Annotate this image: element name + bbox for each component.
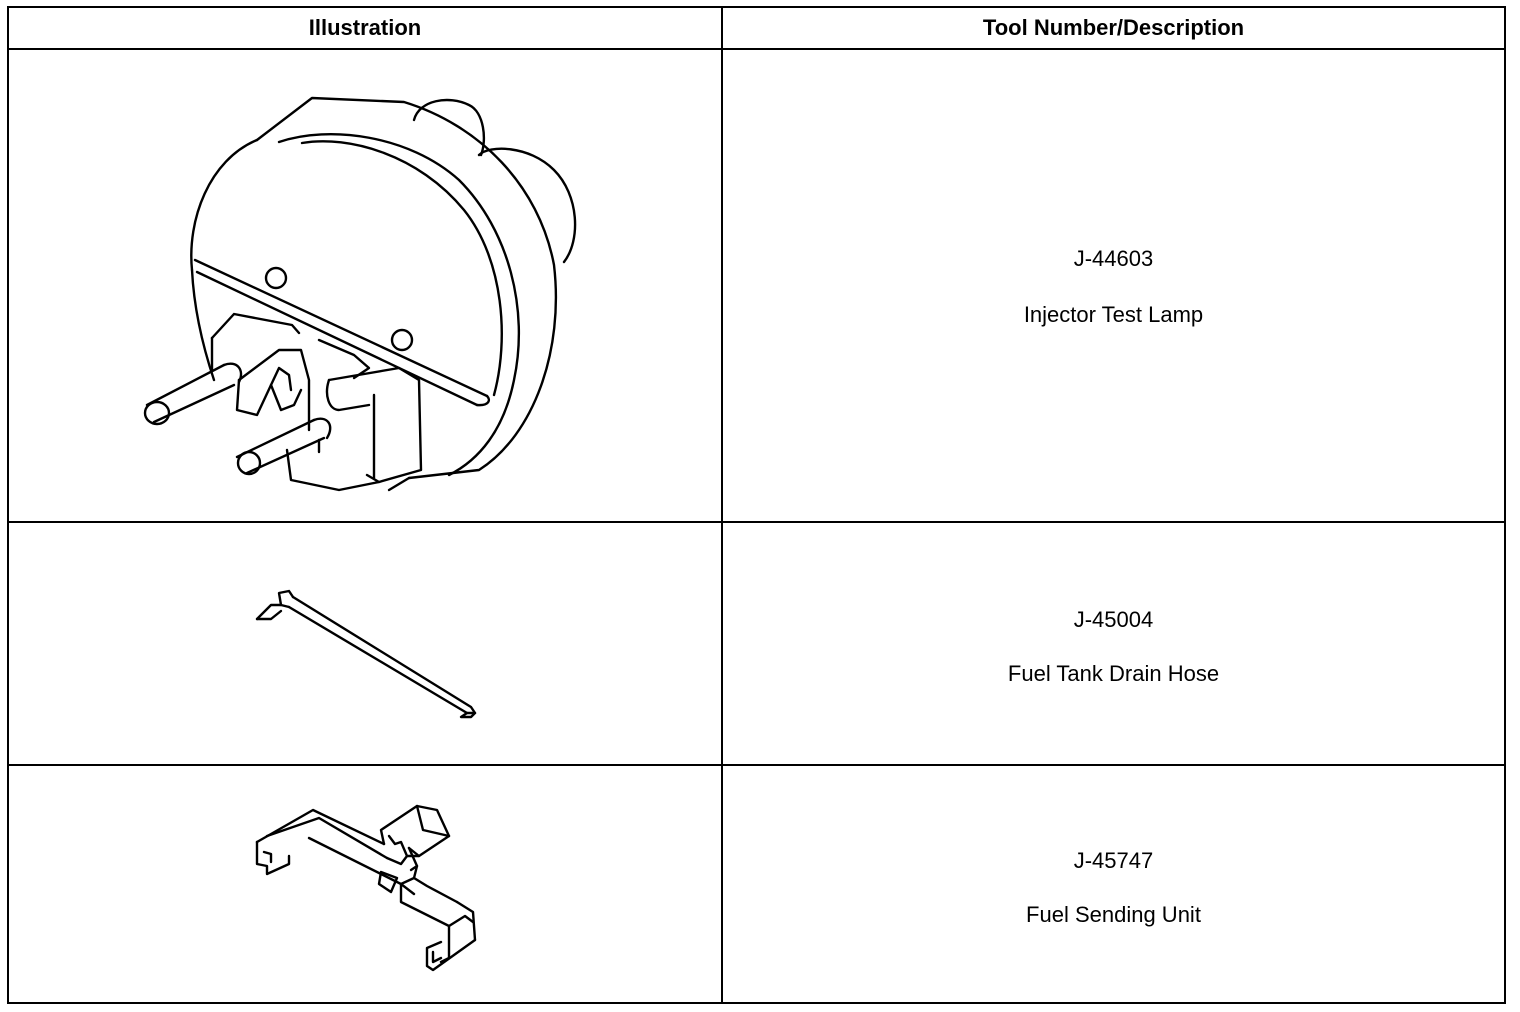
table-header: Illustration Tool Number/Description — [9, 8, 1504, 50]
fuel-tank-drain-hose-illustration — [255, 589, 477, 719]
header-tool-number-description: Tool Number/Description — [982, 15, 1245, 40]
fuel-sending-unit-tool-illustration — [255, 804, 477, 972]
tool-number: J-45747 — [1073, 848, 1154, 873]
illustration-cell — [9, 766, 721, 1004]
tool-table: Illustration Tool Number/Description — [7, 6, 1506, 1004]
table-row: J-45747 Fuel Sending Unit — [9, 766, 1504, 1004]
tool-number: J-45004 — [1073, 607, 1154, 632]
tool-description: Injector Test Lamp — [1023, 302, 1204, 327]
header-illustration: Illustration — [308, 15, 422, 40]
description-cell: J-45747 Fuel Sending Unit — [723, 766, 1504, 1004]
tool-description: Fuel Sending Unit — [1026, 902, 1201, 927]
tool-number: J-44603 — [1073, 246, 1154, 271]
tool-description: Fuel Tank Drain Hose — [1007, 661, 1220, 686]
column-divider — [721, 8, 723, 1002]
table-row: J-44603 Injector Test Lamp — [9, 50, 1504, 523]
table-row: J-45004 Fuel Tank Drain Hose — [9, 523, 1504, 766]
illustration-cell — [9, 523, 721, 764]
injector-test-lamp-illustration — [143, 96, 577, 492]
illustration-cell — [9, 50, 721, 521]
description-cell: J-44603 Injector Test Lamp — [723, 50, 1504, 521]
description-cell: J-45004 Fuel Tank Drain Hose — [723, 523, 1504, 764]
